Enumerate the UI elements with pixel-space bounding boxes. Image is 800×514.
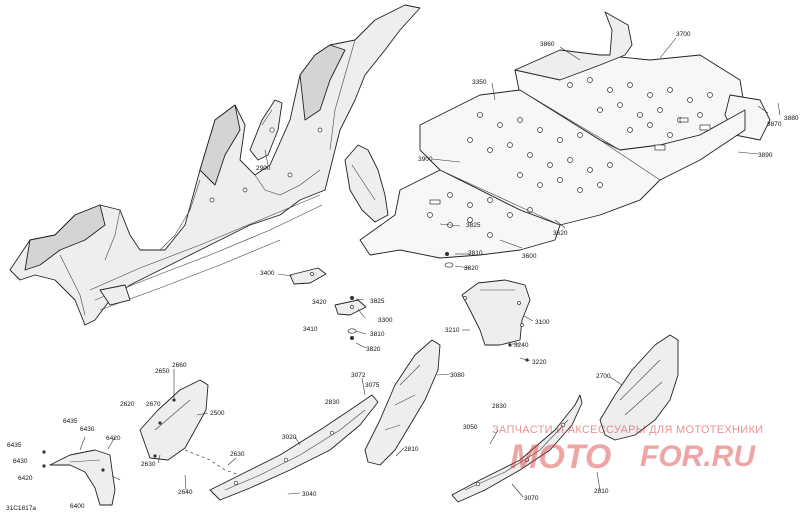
callout-3870: 3870 xyxy=(767,121,782,128)
callout-3080: 3080 xyxy=(450,372,465,379)
callout-2650: 2650 xyxy=(155,368,170,375)
callout-3020: 3020 xyxy=(282,434,297,441)
part-3100-panel xyxy=(461,279,531,362)
leader-lines xyxy=(79,37,781,498)
floor-plate-assembly xyxy=(359,11,771,259)
callout-3900: 3900 xyxy=(418,156,433,163)
callout-3070: 3070 xyxy=(524,495,539,502)
callout-2670: 2670 xyxy=(146,401,161,408)
callout-6430a: 6430 xyxy=(80,426,95,433)
part-3020-rocker xyxy=(209,394,379,501)
watermark-logo-right: FOR.RU xyxy=(640,440,756,473)
callout-2500: 2500 xyxy=(210,410,225,417)
part-3050-rocker xyxy=(451,394,583,503)
part-6400-corner xyxy=(42,449,116,506)
watermark: ЗАПЧАСТИ И АКСЕССУАРЫ ДЛЯ МОТОТЕХНИКИ MO… xyxy=(492,424,763,476)
callout-6435b: 6435 xyxy=(7,442,22,449)
callout-6430b: 6430 xyxy=(13,458,28,465)
callout-3400: 3400 xyxy=(260,270,275,277)
callout-3420: 3420 xyxy=(312,299,327,306)
callout-2640: 2640 xyxy=(178,489,193,496)
part-2900-bracket xyxy=(249,99,283,166)
callout-2900: 2900 xyxy=(256,165,271,172)
callout-3810b: 3810 xyxy=(370,331,385,338)
callout-3620: 3620 xyxy=(553,230,568,237)
callout-3350: 3350 xyxy=(472,79,487,86)
callout-6435a: 6435 xyxy=(63,418,78,425)
callout-3810a: 3810 xyxy=(468,250,483,257)
callout-3860: 3860 xyxy=(540,41,555,48)
callout-3880: 3880 xyxy=(784,115,799,122)
callout-labels: 3700 3860 3350 3870 3880 3890 3900 3825 … xyxy=(7,31,799,510)
callout-2700: 2700 xyxy=(596,373,611,380)
callout-2620: 2620 xyxy=(120,401,135,408)
side-body-frame xyxy=(9,4,421,326)
watermark-tagline: ЗАПЧАСТИ И АКСЕССУАРЫ ДЛЯ МОТОТЕХНИКИ xyxy=(492,424,763,436)
callout-2630b: 2630 xyxy=(141,461,156,468)
callout-3100: 3100 xyxy=(535,319,550,326)
callout-3820a: 3820 xyxy=(464,265,479,272)
part-3350-panel xyxy=(344,144,389,223)
callout-2810a: 2810 xyxy=(404,446,419,453)
callout-3825b: 3825 xyxy=(370,298,385,305)
diagram-code: 31C1817a xyxy=(6,505,36,512)
callout-2830b: 2830 xyxy=(492,403,507,410)
assembly-guide-line xyxy=(184,449,241,476)
part-3400-bracket xyxy=(289,252,454,340)
callout-3890: 3890 xyxy=(758,152,773,159)
callout-3820b: 3820 xyxy=(366,346,381,353)
part-3080-door xyxy=(364,339,441,466)
callout-3050: 3050 xyxy=(463,424,478,431)
part-2700-door xyxy=(599,334,679,441)
callout-3075: 3075 xyxy=(365,382,380,389)
callout-6420a: 6420 xyxy=(106,435,121,442)
part-2500-fender xyxy=(139,379,209,461)
callout-2660: 2660 xyxy=(172,362,187,369)
watermark-logo-left: MOTO xyxy=(510,438,611,476)
callout-2630a: 2630 xyxy=(230,451,245,458)
callout-3220: 3220 xyxy=(532,359,547,366)
callout-3825a: 3825 xyxy=(466,222,481,229)
callout-3210: 3210 xyxy=(445,327,460,334)
callout-2810b: 2810 xyxy=(594,488,609,495)
callout-3072: 3072 xyxy=(351,372,366,379)
callout-3040: 3040 xyxy=(302,491,317,498)
callout-2830a: 2830 xyxy=(325,399,340,406)
callout-3700: 3700 xyxy=(676,31,691,38)
callout-3240: 3240 xyxy=(514,342,529,349)
callout-3410: 3410 xyxy=(303,326,318,333)
plate-holes xyxy=(427,77,713,238)
callout-3600: 3600 xyxy=(522,253,537,260)
callout-6420b: 6420 xyxy=(18,475,33,482)
callout-6400: 6400 xyxy=(70,503,85,510)
callout-3300: 3300 xyxy=(378,317,393,324)
